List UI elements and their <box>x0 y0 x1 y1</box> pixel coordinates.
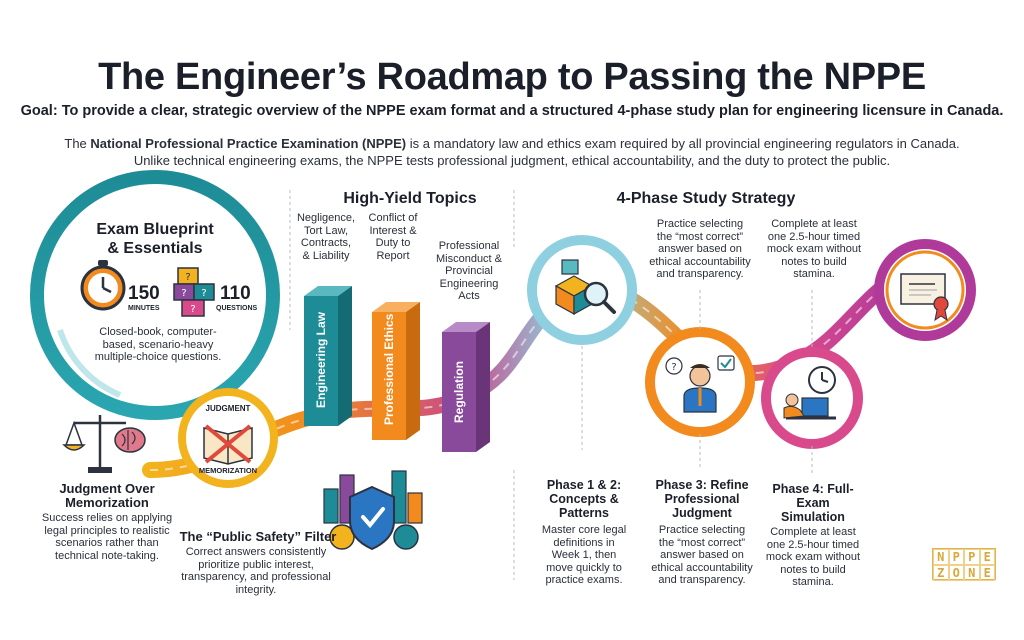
page-title: The Engineer’s Roadmap to Passing the NP… <box>98 56 926 98</box>
questions-label: QUESTIONS <box>216 305 258 312</box>
stopwatch-icon <box>80 260 126 311</box>
svg-text:?: ? <box>185 272 190 283</box>
blueprint-title: Exam Blueprint & Essentials <box>80 220 230 258</box>
city-shield-icon <box>323 470 423 551</box>
minutes-label: MINUTES <box>128 305 160 312</box>
nppe-zone-logo: N P P E Z O N E <box>932 548 996 581</box>
logo-letter: P <box>948 549 964 565</box>
svg-text:?: ? <box>201 288 206 299</box>
logo-letter: O <box>948 565 964 581</box>
public-safety-description: Correct answers consistently prioritize … <box>181 546 331 596</box>
logo-letter: E <box>979 549 995 565</box>
topic-caption-regulation: Professional Misconduct & Provincial Eng… <box>435 240 503 302</box>
scales-icon <box>62 415 126 473</box>
bar-label-ethics: Professional Ethics <box>382 313 396 425</box>
brain-icon <box>114 427 146 453</box>
judgment-badge-top: JUDGMENT <box>205 404 251 413</box>
logo-letter: N <box>933 549 949 565</box>
phase12-title: Phase 1 & 2: Concepts & Patterns <box>546 478 622 520</box>
questions-value: 110 <box>220 283 251 304</box>
judgment-badge-bottom: MEMORIZATION <box>198 466 258 475</box>
judgment-title-line1: Judgment Over <box>59 481 155 496</box>
cubes-magnifier-icon <box>554 259 616 316</box>
strategy-top-note-2: Complete at least one 2.5-hour timed moc… <box>766 218 862 280</box>
svg-text:?: ? <box>181 288 186 299</box>
blueprint-title-line2: & Essentials <box>107 240 203 257</box>
phase3-title: Phase 3: Refine Professional Judgment <box>655 478 749 520</box>
blueprint-title-line1: Exam Blueprint <box>96 221 214 238</box>
phase4-title: Phase 4: Full-Exam Simulation <box>772 482 854 524</box>
bar-label-regulation: Regulation <box>452 361 466 423</box>
thinking-person-icon: ? <box>665 355 735 413</box>
logo-letter: N <box>964 565 980 581</box>
logo-letter: P <box>964 549 980 565</box>
strategy-header: 4-Phase Study Strategy <box>616 190 796 207</box>
topic-bars <box>304 286 490 452</box>
svg-text:?: ? <box>190 304 195 315</box>
bar-label-law: Engineering Law <box>314 312 328 409</box>
intro-line1: is a mandatory law and ethics exam requi… <box>406 136 960 151</box>
desk-clock-icon <box>783 366 836 420</box>
intro-paragraph: The National Professional Practice Exami… <box>60 135 964 169</box>
intro-bold: National Professional Practice Examinati… <box>90 136 407 151</box>
intro-pre: The <box>64 136 91 151</box>
svg-text:?: ? <box>671 362 676 373</box>
judgment-title: Judgment Over Memorization <box>42 482 172 510</box>
judgment-title-line2: Memorization <box>65 495 149 510</box>
certificate-icon <box>900 273 949 322</box>
open-book-icon <box>203 424 253 465</box>
public-safety-title: The “Public Safety” Filter <box>179 529 337 544</box>
blueprint-description: Closed-book, computer-based, scenario-he… <box>94 326 222 363</box>
logo-letter: E <box>979 565 995 581</box>
strategy-top-note-1: Practice selecting the “most correct” an… <box>649 218 751 280</box>
intro-line2: Unlike technical engineering exams, the … <box>133 153 891 168</box>
phase3-description: Practice selecting the “most correct” an… <box>651 524 753 586</box>
phase4-description: Complete at least one 2.5-hour timed moc… <box>765 526 861 588</box>
question-cubes-icon: ? ? ? ? <box>173 267 215 317</box>
logo-letter: Z <box>933 565 949 581</box>
phase12-description: Master core legal definitions in Week 1,… <box>541 524 627 586</box>
goal-statement: Goal: To provide a clear, strategic over… <box>20 103 1004 119</box>
blueprint-ring <box>30 170 280 420</box>
topics-header: High-Yield Topics <box>343 190 477 207</box>
minutes-value: 150 <box>128 283 160 304</box>
judgment-description: Success relies on applying legal princip… <box>41 512 173 562</box>
topic-caption-ethics: Conflict of Interest & Duty to Report <box>368 212 418 262</box>
topic-caption-law: Negligence, Tort Law, Contracts, & Liabi… <box>296 212 356 262</box>
